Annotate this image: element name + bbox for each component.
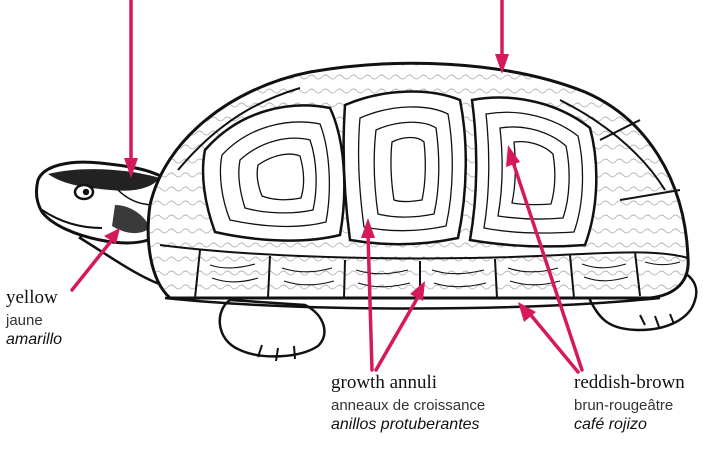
label-yellow: yellow jaune amarillo xyxy=(6,287,62,349)
label-growth-fr: anneaux de croissance xyxy=(331,397,485,415)
label-yellow-en: yellow xyxy=(6,287,62,310)
label-yellow-es: amarillo xyxy=(6,330,62,349)
arrow-head-stripe xyxy=(124,0,138,178)
label-reddish-brown: reddish-brown brun-rougeâtre café rojizo xyxy=(574,372,685,434)
arrow-reddish-left xyxy=(518,302,578,372)
label-growth-es: anillos protuberantes xyxy=(331,415,485,434)
label-reddish-fr: brun-rougeâtre xyxy=(574,397,685,415)
label-growth-annuli: growth annuli anneaux de croissance anil… xyxy=(331,372,485,434)
arrow-top-shell xyxy=(495,0,509,74)
label-yellow-fr: jaune xyxy=(6,312,62,330)
label-reddish-en: reddish-brown xyxy=(574,372,685,395)
label-growth-en: growth annuli xyxy=(331,372,485,395)
label-reddish-es: café rojizo xyxy=(574,415,685,434)
front-leg xyxy=(220,300,325,361)
scute-center xyxy=(344,92,466,245)
turtle-shell xyxy=(140,55,700,309)
